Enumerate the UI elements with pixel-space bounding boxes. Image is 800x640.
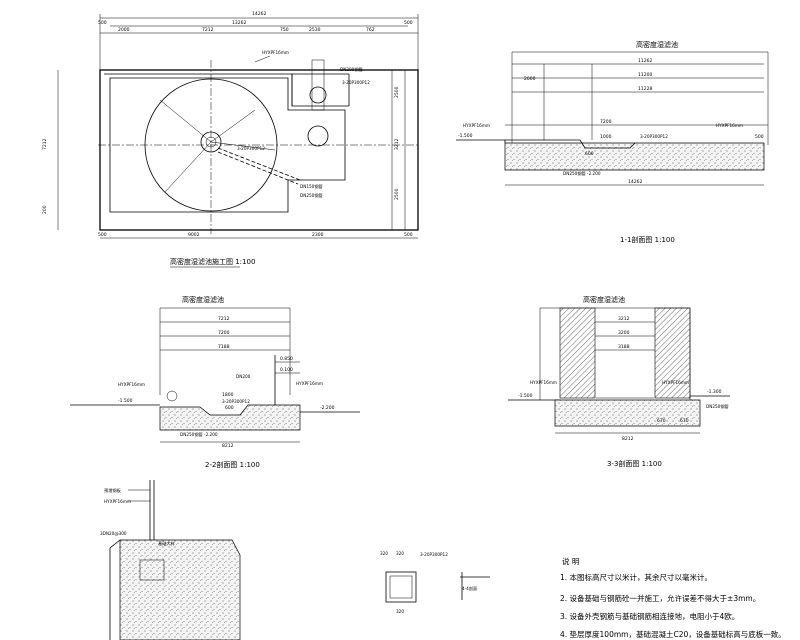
plan-dim-7212: 7212 <box>202 27 214 33</box>
plan-dim-total: 14262 <box>252 11 266 17</box>
sec22-d2: 600 <box>225 405 234 411</box>
sec33-caption: 3-3剖面图 1:100 <box>607 459 662 468</box>
plan-dim-right-1: 2500 <box>394 86 400 98</box>
plan-dim-2000: 2000 <box>118 27 130 33</box>
svg-text:HYXPF16mm: HYXPF16mm <box>716 123 743 128</box>
svg-text:DN200钢管: DN200钢管 <box>340 66 363 73</box>
sec22-l3: 7188 <box>218 344 230 350</box>
svg-text:HYXPF16mm: HYXPF16mm <box>104 499 131 504</box>
sd-section: 4-4剖面 <box>462 585 477 592</box>
sec33-title: 高密度湿滤池 <box>583 295 625 304</box>
notes-item-1: 1. 本图标高尺寸以米计，其余尺寸以毫米计。 <box>560 572 712 582</box>
svg-text:HYXPF16mm: HYXPF16mm <box>262 50 289 55</box>
section-1-1: 高密度湿滤池 11262 11200 11228 2000 7200 -1.50… <box>456 40 769 244</box>
svg-text:3-20P300P12: 3-20P300P12 <box>222 399 250 404</box>
svg-text:3DN20@300: 3DN20@300 <box>100 531 127 536</box>
sec33-l2: 3200 <box>618 330 630 336</box>
section-3-3: 高密度湿滤池 3212 3200 3188 -1.500 -1.300 HYXP… <box>508 295 730 468</box>
svg-text:3-20P300P12: 3-20P300P12 <box>342 80 370 85</box>
sec22-caption: 2-2剖面图 1:100 <box>205 460 260 469</box>
sec11-title: 高密度湿滤池 <box>636 40 678 49</box>
svg-text:HYXPF16mm: HYXPF16mm <box>530 380 557 385</box>
base-detail: 预埋钢板 HYXPF16mm 3DN20@300 基础大样 <box>100 480 241 640</box>
sec33-l3: 3188 <box>618 344 630 350</box>
sec11-caption: 1-1剖面图 1:100 <box>620 235 675 244</box>
svg-text:DN250钢管: DN250钢管 <box>300 192 323 199</box>
svg-text:3-20P300P12: 3-20P300P12 <box>237 146 265 151</box>
sec33-d1: 670 <box>657 418 666 424</box>
svg-text:3-20P300P12: 3-20P300P12 <box>640 134 668 139</box>
svg-text:HYXPF16mm: HYXPF16mm <box>118 382 145 387</box>
plan-dim-b2: 9002 <box>188 232 200 238</box>
plan-dim-500b: 500 <box>404 20 413 26</box>
sec22-e4: -2.200 <box>320 405 335 411</box>
notes-item-3: 3. 设备外壳钢筋与基础钢筋相连接地，电阻小于4欧。 <box>560 611 739 621</box>
svg-text:DN150钢管: DN150钢管 <box>300 183 323 190</box>
sec11-l2: 11200 <box>638 72 652 78</box>
svg-text:DN250钢管: DN250钢管 <box>706 403 729 410</box>
sec11-l3: 11228 <box>638 86 652 92</box>
svg-text:HYXPF16mm: HYXPF16mm <box>463 123 490 128</box>
sec22-l2: 7200 <box>218 330 230 336</box>
detail-label: 基础大样 <box>158 540 175 547</box>
sd-d3: 320 <box>396 609 404 614</box>
sec11-elev: -1.500 <box>458 133 473 139</box>
notes-item-2: 2. 设备基础与钢筋砼一并施工，允许误差不得大于±3mm。 <box>560 593 760 603</box>
plan-dim-b1: 500 <box>98 232 107 238</box>
svg-text:预埋钢板: 预埋钢板 <box>104 487 122 494</box>
sec11-d2: 600 <box>585 151 594 157</box>
notes-item-4: 4. 垫层厚度100mm，基础混凝土C20，设备基础标高与底板一致。 <box>560 629 786 639</box>
notes: 说 明 1. 本图标高尺寸以米计，其余尺寸以毫米计。 2. 设备基础与钢筋砼一并… <box>560 556 786 639</box>
plan-dim-b4: 500 <box>404 232 413 238</box>
plan-dim-right-3: 2500 <box>394 188 400 200</box>
sec22-e2: 0.100 <box>280 367 293 373</box>
sec22-title: 高密度湿滤池 <box>182 295 224 304</box>
sec11-l4: 2000 <box>524 76 536 82</box>
plan-dim-right-2: 3212 <box>394 138 400 150</box>
plan-dim-500a: 500 <box>98 20 107 26</box>
plan-dim-b3: 2300 <box>312 232 324 238</box>
svg-text:HYXPF16mm: HYXPF16mm <box>662 380 689 385</box>
sd-rebar: 3-20P300P12 <box>420 552 448 557</box>
sec33-e1: -1.500 <box>518 393 533 399</box>
sd-d1: 320 <box>380 551 388 556</box>
plan-dim-750: 750 <box>280 27 289 33</box>
svg-text:DN250钢管 -2.200: DN250钢管 -2.200 <box>180 431 218 438</box>
sec11-d3: 500 <box>755 134 764 140</box>
sec22-e3: -1.500 <box>118 398 133 404</box>
plan-dim-inner: 13262 <box>232 20 246 26</box>
plan-dim-2530: 2530 <box>309 27 321 33</box>
sec11-bottom-dim: 14262 <box>628 179 642 185</box>
plan-dim-762: 762 <box>366 27 375 33</box>
plan-view: 14262 13262 500 500 2000 7212 750 2530 7… <box>42 11 420 268</box>
svg-text:HYXPF16mm: HYXPF16mm <box>296 381 323 386</box>
sec33-bottom-dim: 8212 <box>622 436 634 442</box>
svg-text:DN200: DN200 <box>236 374 251 379</box>
plan-dim-left-b: 200 <box>42 205 48 214</box>
sd-d2: 320 <box>396 551 404 556</box>
sec11-d1: 1000 <box>600 134 612 140</box>
sec22-l1: 7212 <box>218 316 230 322</box>
svg-text:DN250钢管 -2.200: DN250钢管 -2.200 <box>563 170 601 177</box>
section-2-2: 高密度湿滤池 7212 7200 7188 0.850 0.100 DN200 … <box>70 295 360 469</box>
plan-title: 高密度湿滤池施工图 1:100 <box>170 257 255 266</box>
sec11-l5: 7200 <box>600 119 612 125</box>
sec11-l1: 11262 <box>638 58 652 64</box>
plan-dim-left: 7212 <box>42 138 48 150</box>
small-detail: 320 320 3-20P300P12 320 4-4剖面 <box>380 551 490 614</box>
sec22-d1: 1800 <box>222 392 234 398</box>
sec33-d2: 670 <box>680 418 689 424</box>
sec33-l1: 3212 <box>618 316 630 322</box>
notes-heading: 说 明 <box>562 556 579 566</box>
sec33-e2: -1.300 <box>707 389 722 395</box>
sec22-bottom-dim: 8212 <box>222 443 234 449</box>
sec22-e1: 0.850 <box>280 356 293 362</box>
